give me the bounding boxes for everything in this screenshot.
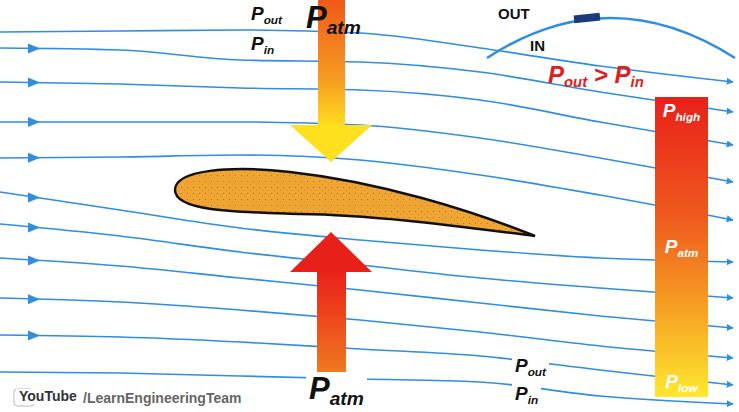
- streamline: [0, 122, 733, 182]
- arc-sensor: [574, 13, 601, 24]
- pressure-arrow-bottom: [290, 232, 372, 372]
- side-label: IN: [530, 38, 545, 54]
- streamline: [0, 82, 733, 145]
- pressure-label: Pout: [248, 4, 285, 24]
- pressure-relation: Pout > Pin: [548, 62, 644, 87]
- force-label: Patm: [306, 2, 361, 35]
- watermark: YouTube: [16, 389, 80, 404]
- flow-arrowhead: [28, 78, 40, 88]
- pressure-level: Patm: [665, 237, 699, 258]
- flow-arrowhead: [28, 331, 40, 341]
- pressure-bar: PhighPatmPlow: [655, 97, 708, 397]
- streamline: [0, 224, 733, 298]
- pressure-level: Plow: [665, 372, 697, 393]
- pressure-label: Pout: [512, 356, 549, 376]
- pressure-label: Pin: [512, 384, 541, 404]
- streamline: [0, 48, 733, 112]
- flow-arrowhead: [28, 117, 40, 127]
- pressure-label: Pin: [248, 34, 277, 54]
- streamlines: [0, 30, 733, 404]
- watermark: /LearnEngineeringTeam: [80, 391, 244, 406]
- flow-arrowhead: [28, 44, 40, 54]
- flow-arrowhead: [28, 294, 40, 304]
- flow-arrowheads: [28, 44, 40, 341]
- airfoil: [175, 169, 535, 236]
- pressure-level: Phigh: [663, 101, 701, 122]
- pressure-arc: [487, 18, 735, 58]
- flow-arrowhead: [28, 153, 40, 163]
- flow-arrowhead: [28, 223, 40, 233]
- side-label: OUT: [498, 6, 530, 22]
- force-label: Patm: [306, 373, 367, 406]
- flow-arrowhead: [28, 192, 40, 202]
- pressure-arrow-top: [290, 0, 372, 162]
- flow-arrowhead: [28, 255, 40, 265]
